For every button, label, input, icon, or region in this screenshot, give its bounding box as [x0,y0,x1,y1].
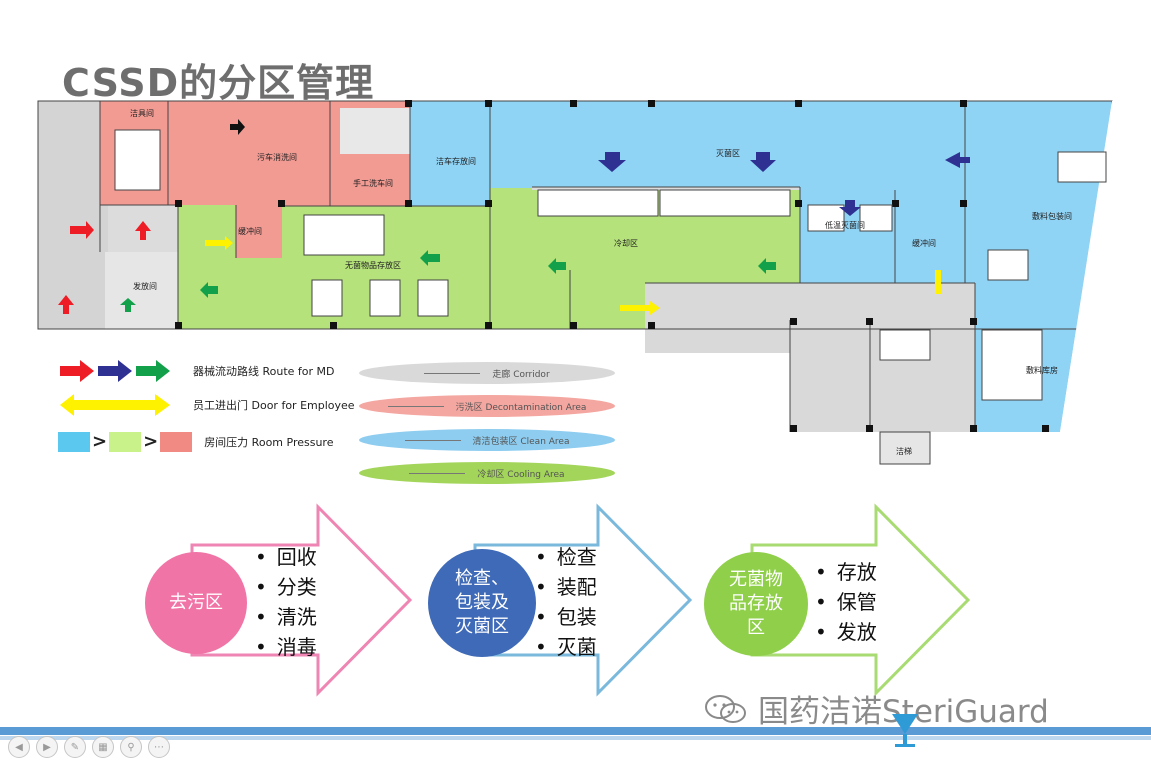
room-label-dressing-pack: 敷料包装间 [1032,212,1072,221]
list-item: 发放 [815,617,877,647]
equipment-room [340,108,410,154]
page-title: CSSD的分区管理 [62,61,375,105]
next-slide-icon[interactable]: ▶ [36,736,58,758]
room-label-dressing-store: 敷料库房 [1026,366,1058,375]
gt-symbol: > [92,431,108,452]
clean-area [410,101,1112,432]
legend-pressure-label: 房间压力 Room Pressure [204,435,334,449]
legend-route-label: 器械流动路线 Route for MD [193,365,335,378]
footer-bar [0,727,1151,735]
slideshow-controls: ◀ ▶ ✎ ▦ ⚲ ⋯ [8,736,170,758]
room-label-cooling: 冷却区 [614,239,638,248]
legend-route: 器械流动路线 Route for MD [58,358,335,384]
list-item: 回收 [255,542,317,572]
zone-corridor-label: 走廊 Corridor [492,369,550,380]
circle-inspection-label: 检查、 包装及 灭菌区 [455,567,509,638]
list-decontamination: 回收 分类 清洗 消毒 [255,542,317,662]
room-label-handwash: 手工洗车间 [353,179,393,188]
circle-decontamination-label: 去污区 [169,591,223,613]
list-item: 保管 [815,587,877,617]
room-label-low-temp: 低温灭菌间 [825,221,865,230]
list-item: 检查 [535,542,597,572]
pressure-pink-swatch [160,431,193,452]
list-item: 清洗 [255,602,317,632]
zone-cooling: 冷却区 Cooling Area [359,462,615,484]
watermark: 国药洁诺SteriGuard [704,686,1049,731]
legend-pressure: > > 房间压力 Room Pressure [58,431,333,452]
decontamination-area [100,101,410,258]
room-label-dirty-collection: 污车消洗间 [257,153,297,162]
list-item: 包装 [535,602,597,632]
circle-inspection: 检查、 包装及 灭菌区 [428,549,536,657]
floor-plan [37,100,1113,465]
wechat-icon [705,694,746,723]
list-item: 灭菌 [535,632,597,662]
zone-clean: 清洁包装区 Clean Area [359,429,615,451]
gt-symbol: > [143,431,159,452]
logo-icon [892,714,918,747]
circle-decontamination: 去污区 [145,552,247,654]
legend-door-label: 员工进出门 Door for Employee [193,399,355,412]
previous-slide-icon[interactable]: ◀ [8,736,30,758]
pressure-green-swatch [109,431,142,452]
slides-grid-icon[interactable]: ▦ [92,736,114,758]
circle-sterile-storage: 无菌物 品存放 区 [704,552,808,656]
room-label-clean-cart: 洁车存放间 [436,157,476,166]
room-label-elevator: 洁梯 [896,447,912,456]
pressure-blue-swatch [58,431,90,452]
zoom-icon[interactable]: ⚲ [120,736,142,758]
list-item: 存放 [815,557,877,587]
entrance [879,431,931,465]
list-item: 分类 [255,572,317,602]
zone-decontamination: 污洗区 Decontamination Area [359,395,615,417]
door-arrow-icon [60,394,170,416]
route-arrows-icon [60,360,170,382]
room-label-release: 发放间 [133,282,157,291]
more-options-icon[interactable]: ⋯ [148,736,170,758]
room-label-sterilization: 灭菌区 [716,149,740,158]
room-label-sterile-storage: 无菌物品存放区 [345,261,401,270]
release-room [105,252,178,329]
list-item: 装配 [535,572,597,602]
circle-sterile-storage-label: 无菌物 品存放 区 [729,568,783,639]
zone-cooling-label: 冷却区 Cooling Area [477,469,565,480]
pen-icon[interactable]: ✎ [64,736,86,758]
zone-clean-label: 清洁包装区 Clean Area [472,436,570,447]
legend-door: 员工进出门 Door for Employee [58,392,355,418]
zone-decontamination-label: 污洗区 Decontamination Area [455,402,587,413]
list-inspection: 检查 装配 包装 灭菌 [535,542,597,662]
zone-corridor: 走廊 Corridor [359,362,615,384]
room-label-buffer: 缓冲间 [912,239,936,248]
room-label-transfer: 缓冲间 [238,227,262,236]
list-sterile-storage: 存放 保管 发放 [815,557,877,647]
corridor-left [38,101,108,329]
room-label-cleaning: 洁具间 [130,109,154,118]
list-item: 消毒 [255,632,317,662]
footer-bar-light [0,736,1151,740]
